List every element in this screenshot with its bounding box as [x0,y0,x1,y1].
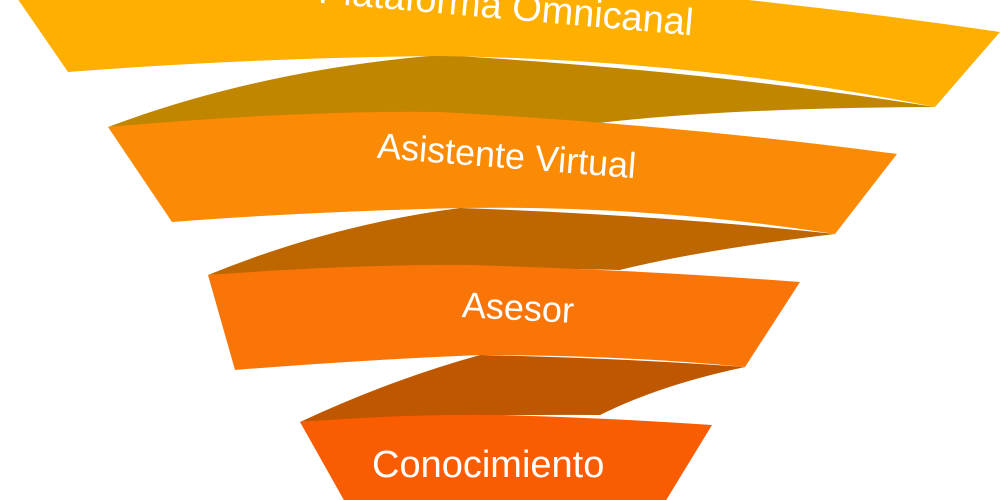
stage-label-4: Conocimiento [372,444,605,486]
fold-3 [300,355,745,422]
funnel-band-2 [108,111,897,234]
stage-label-3: Asesor [461,284,576,331]
funnel-band-1 [18,0,1000,107]
fold-1 [108,55,935,128]
fold-2 [208,208,835,275]
funnel-band-3 [208,264,800,370]
funnel-band-4 [300,414,712,500]
